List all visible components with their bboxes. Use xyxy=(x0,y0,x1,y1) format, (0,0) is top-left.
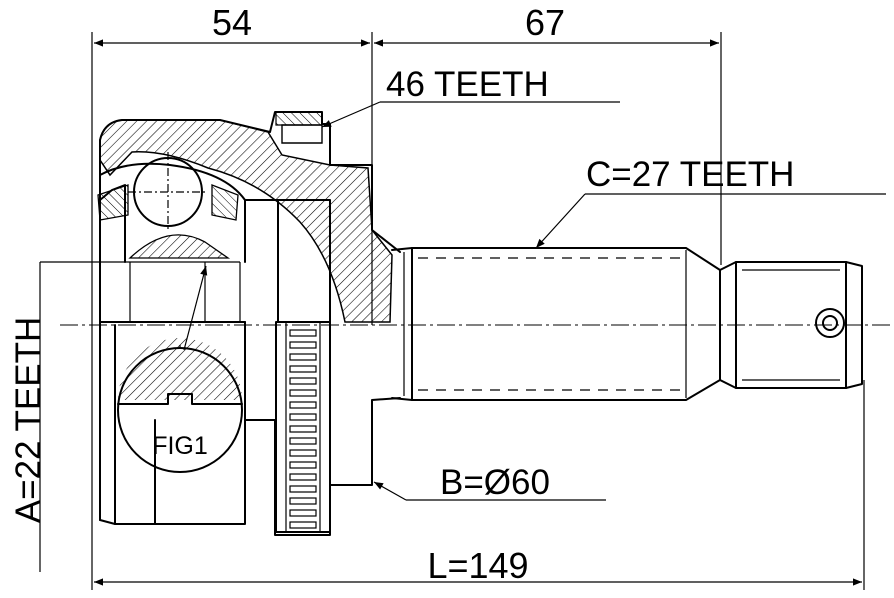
outer-housing xyxy=(97,111,401,536)
tone-ring-tooth xyxy=(289,353,317,361)
tone-ring-tooth xyxy=(289,365,317,373)
overall-length-label: L=149 xyxy=(427,545,528,586)
tone-ring-tooth xyxy=(289,341,317,349)
dimension-54: 54 xyxy=(212,2,252,43)
tone-ring-tooth xyxy=(289,329,317,337)
tone-ring-tooth xyxy=(289,401,317,409)
axle-shaft xyxy=(391,247,863,401)
dimension-67: 67 xyxy=(525,2,565,43)
dimension-lines xyxy=(39,32,865,590)
abs-tone-ring xyxy=(275,321,331,533)
tone-ring-tooth xyxy=(289,425,317,433)
leader-lines xyxy=(183,101,886,501)
tone-ring-tooth xyxy=(289,413,317,421)
tone-ring-tooth xyxy=(289,389,317,397)
tone-ring-tooth xyxy=(289,497,317,505)
tone-ring-tooth xyxy=(289,377,317,385)
tone-ring-tooth xyxy=(289,473,317,481)
abs-ring-diameter-label: B=Ø60 xyxy=(440,463,550,502)
tone-ring-tooth xyxy=(289,509,317,517)
tone-ring-tooth xyxy=(289,461,317,469)
tone-ring-tooth xyxy=(289,485,317,493)
tone-ring-tooth xyxy=(289,449,317,457)
shaft-spline-teeth-label: C=27 TEETH xyxy=(586,155,794,194)
tone-ring-tooth xyxy=(289,437,317,445)
fig1-detail-circle: FIG1 xyxy=(117,338,243,473)
inner-spline-teeth-label: A=22 TEETH xyxy=(9,317,48,524)
labels: 54 67 46 TEETH C=27 TEETH B=Ø60 L=149 A=… xyxy=(9,2,794,586)
ring-gear-teeth-label: 46 TEETH xyxy=(386,65,549,104)
tone-ring-tooth xyxy=(289,521,317,529)
fig1-label: FIG1 xyxy=(152,432,208,460)
